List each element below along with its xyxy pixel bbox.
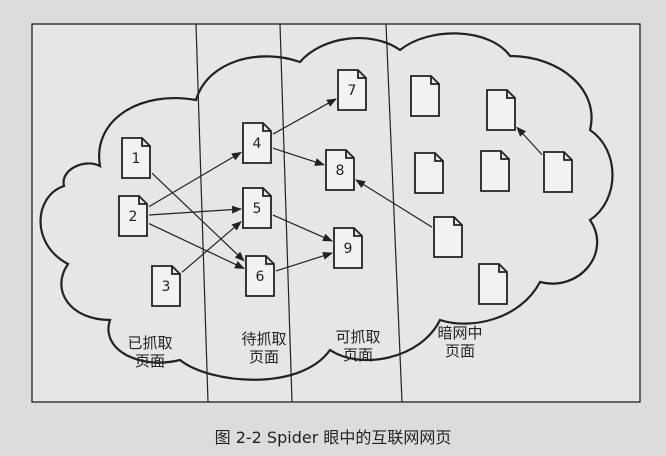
link-arrow-p2-p6 (148, 223, 245, 269)
page-node-d7 (478, 263, 508, 305)
page-node-1: 1 (121, 137, 151, 179)
link-arrow-p5-p9 (272, 214, 333, 242)
page-node-d8 (543, 151, 573, 193)
page-node-2: 2 (118, 195, 148, 237)
page-node-3: 3 (151, 265, 181, 307)
figure-caption: 图 2-2 Spider 眼中的互联网网页 (214, 428, 452, 447)
page-number-label: 9 (344, 241, 353, 257)
page-number-label: 3 (162, 279, 171, 295)
page-number-label: 8 (336, 163, 345, 179)
page-number-label: 7 (348, 83, 357, 99)
page-node-6: 6 (245, 255, 275, 297)
page-number-label: 2 (129, 209, 138, 225)
page-number-label: 1 (132, 151, 141, 167)
divider (195, 23, 209, 403)
page-node-d4 (433, 216, 463, 258)
zone-label-to-crawl-1: 待抓取 (241, 330, 286, 348)
link-arrow-p3-p5 (181, 221, 242, 273)
link-arrow-p2-p4 (148, 151, 242, 208)
link-arrow-p6-p9 (275, 252, 333, 272)
link-arrow-p1-p6 (151, 172, 245, 262)
page-node-d1 (410, 75, 440, 117)
page-number-label: 5 (253, 201, 262, 217)
zone-label-crawled-1: 已抓取 (127, 334, 172, 352)
zone-label-crawlable-1: 可抓取 (335, 328, 380, 346)
page-node-4: 4 (242, 122, 272, 164)
page-number-label: 6 (256, 269, 265, 285)
zone-label-crawled-2: 页面 (135, 352, 165, 370)
link-arrow-p2-p5 (148, 205, 242, 216)
page-node-9: 9 (333, 227, 363, 269)
divider (385, 23, 403, 403)
zone-label-to-crawl-2: 页面 (249, 348, 279, 366)
divider (279, 23, 293, 403)
link-arrow-p4-p8 (272, 147, 325, 166)
page-node-d5 (480, 150, 510, 192)
page-node-7: 7 (337, 69, 367, 111)
page-node-d3 (414, 152, 444, 194)
zone-label-dark-web-2: 页面 (445, 342, 475, 360)
internet-cloud (39, 32, 614, 381)
zone-label-dark-web-1: 暗网中 (437, 324, 482, 342)
page-node-5: 5 (242, 187, 272, 229)
link-arrow-d8-d2 (516, 126, 543, 156)
page-node-8: 8 (325, 149, 355, 191)
link-arrow-d4-p8 (355, 179, 433, 228)
link-arrow-p4-p7 (272, 98, 337, 135)
page-node-d2 (486, 89, 516, 131)
zone-label-crawlable-2: 页面 (343, 346, 373, 364)
page-number-label: 4 (253, 136, 262, 152)
